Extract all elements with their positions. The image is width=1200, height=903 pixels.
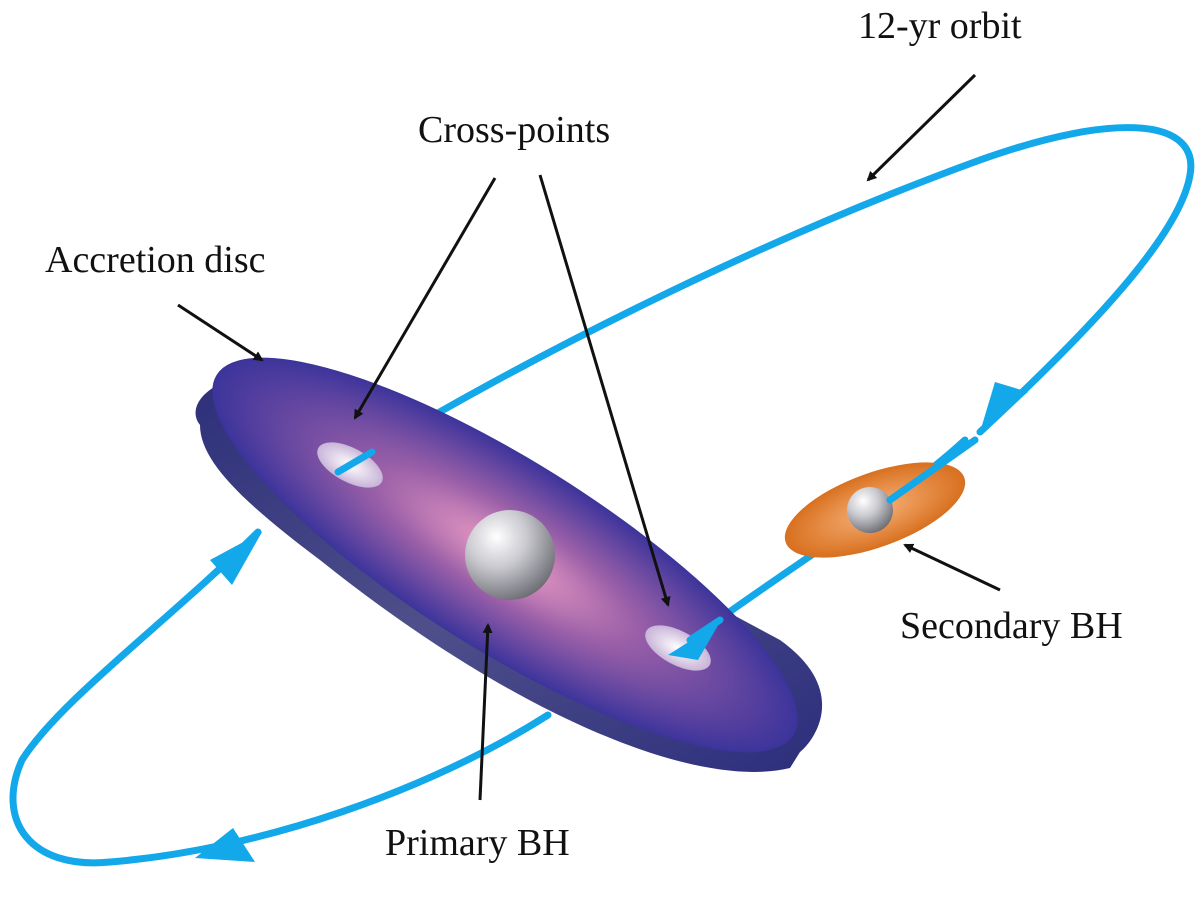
label-primary-bh: Primary BH xyxy=(385,822,570,864)
secondary-bh xyxy=(784,436,979,558)
orbit-front-left-segment xyxy=(334,448,376,476)
secondary-bh-sphere xyxy=(847,487,893,533)
arrow-primary-bh xyxy=(478,623,493,801)
orbit-arrowhead-left-up xyxy=(210,532,262,585)
orbit-upper-arc xyxy=(334,124,1195,476)
orbit-arrowhead-upper-right xyxy=(980,382,1028,432)
arrow-accretion-disc xyxy=(177,303,264,362)
orbit-lower-left-arc xyxy=(9,528,552,867)
label-orbit: 12-yr orbit xyxy=(858,5,1022,47)
orbit-arrowheads xyxy=(195,382,1028,862)
label-accretion-disc: Accretion disc xyxy=(45,239,266,281)
orbit-front xyxy=(334,448,724,644)
arrow-secondary-bh xyxy=(903,543,1001,592)
orbit xyxy=(9,124,1195,867)
label-cross-points: Cross-points xyxy=(418,109,610,151)
arrow-cross-point-right xyxy=(538,174,671,607)
primary-bh-sphere xyxy=(465,510,555,600)
arrow-orbit-label xyxy=(866,73,977,182)
orbit-through-secondary xyxy=(886,436,979,504)
arrow-cross-point-left xyxy=(353,177,497,420)
label-secondary-bh: Secondary BH xyxy=(900,605,1123,647)
orbit-arrowhead-right-cross xyxy=(668,622,720,660)
orbit-front-right-segment xyxy=(686,616,724,644)
annotation-arrows xyxy=(177,73,1001,801)
orbit-arrowhead-bottom-left xyxy=(195,828,255,862)
